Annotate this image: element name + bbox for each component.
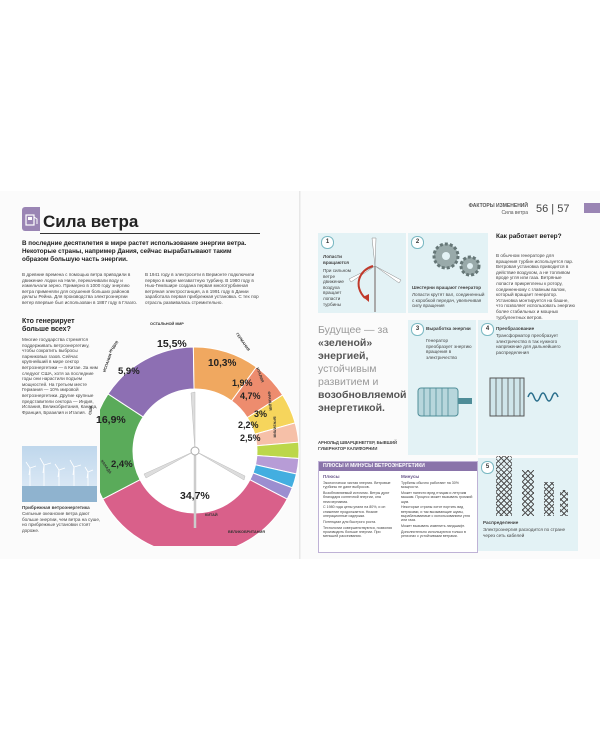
pylon-2 <box>522 470 534 516</box>
pct-34-7: 34,7% <box>180 490 210 502</box>
pct-16-9: 16,9% <box>96 414 126 426</box>
step5-text: Электроэнергия расходится по стране чере… <box>483 527 566 538</box>
step-badge-5: 5 <box>481 461 494 474</box>
label-brazil: БРАЗИЛИЯ <box>272 416 277 438</box>
quote-part-2: за <box>377 324 389 336</box>
pct-10-3: 10,3% <box>208 358 237 369</box>
quote-emphasis-2: энергией, <box>318 350 369 362</box>
cons-list: Турбины обычно работают на 30% мощности.… <box>401 481 473 540</box>
quote-block: Будущее — за «зеленой» энергией, устойчи… <box>318 324 408 415</box>
step5-label: Распределение <box>483 520 519 525</box>
photo-caption-title: Прибрежная ветроэнергетика <box>22 505 90 510</box>
pct-1-9: 1,9% <box>232 378 253 388</box>
pros-item: С 1980 года цены упали на 80%, и он сниж… <box>323 505 386 519</box>
step1-text: При сильном ветре движение воздуха враща… <box>323 268 351 307</box>
quote-part-3: устойчивым развитием и <box>318 363 379 388</box>
page-numbers: 56 | 57 <box>536 203 570 215</box>
pros-heading: Плюсы <box>323 474 340 479</box>
body-column-1: В древние времена с помощью ветра привод… <box>22 272 138 305</box>
step1-label: Лопасти вращаются <box>323 254 349 265</box>
how-heading: Как работает ветер? <box>496 233 562 240</box>
quote-author: АРНОЛЬД ШВАРЦЕНЕГГЕР, БЫВШИЙ ГУБЕРНАТОР … <box>318 440 397 451</box>
pros-item: Технологии совершенствуются, позволяя пр… <box>323 525 393 539</box>
lead-paragraph: В последние десятилетия в мире растет ис… <box>22 240 247 264</box>
quote-emphasis-1: «зеленой» <box>318 337 373 349</box>
label-usa: США <box>88 405 94 415</box>
quote-emphasis-3: возобновляемой энергетикой. <box>318 389 407 414</box>
pros-item: Возобновляемый источник. Ветры дуют благ… <box>323 491 390 504</box>
photo-caption-text: Сильные океанские ветра дают больше энер… <box>22 511 101 533</box>
pct-2-4: 2,4% <box>111 459 133 470</box>
wind-donut-chart <box>100 346 300 546</box>
pros-item: Экологически чистая энергия. Ветровые ту… <box>323 481 391 490</box>
turbine-drawing <box>348 237 402 312</box>
label-uk: ВЕЛИКОБРИТАНИЯ <box>228 530 265 534</box>
fuel-icon <box>22 207 40 231</box>
cons-item: Может вызывать изменить ландшафт. <box>401 524 465 529</box>
pct-2-2: 2,2% <box>238 420 259 430</box>
pros-cons-title: ПЛЮСЫ И МИНУСЫ ВЕТРОЭНЕРГЕТИКИ <box>319 462 477 471</box>
page-title: Сила ветра <box>43 212 139 231</box>
running-header: ФАКТОРЫ ИЗМЕНЕНИЙ <box>468 203 528 209</box>
step3-label: Выработка энергии <box>426 326 471 331</box>
pct-4-7: 4,7% <box>240 391 261 401</box>
pct-5-9: 5,9% <box>118 366 140 377</box>
cons-item: Может нанести вред птицам и летучим мыша… <box>401 491 473 504</box>
page-tab <box>584 203 600 213</box>
step4-label: Преобразование <box>496 326 535 331</box>
page-gutter <box>299 191 301 559</box>
pylon-1 <box>496 456 512 516</box>
turbine-illustration <box>143 391 246 528</box>
title-rule <box>40 233 260 234</box>
label-rest-of-world: ОСТАЛЬНОЙ МИР <box>150 322 184 326</box>
who-heading: Кто генерирует больше всех? <box>22 318 75 333</box>
gears-drawing <box>432 242 481 277</box>
offshore-wind-photo <box>22 446 97 502</box>
pct-2-5: 2,5% <box>240 433 261 443</box>
running-subheader: Сила ветра <box>501 210 528 216</box>
pylon-4 <box>560 490 568 516</box>
pros-list: Экологически чистая энергия. Ветровые ту… <box>323 481 395 540</box>
step4-text: Трансформатор преобразует электричество … <box>496 333 561 355</box>
step3-text: Генератор преобразует энергию вращения в… <box>426 338 472 360</box>
cons-item: Турбины обычно работают на 30% мощности. <box>401 481 459 490</box>
step2-label: Шестерни вращают генератор <box>412 285 482 290</box>
step-badge-3: 3 <box>411 323 424 336</box>
step-badge-2: 2 <box>411 236 424 249</box>
body-column-2: В 1941 году в электросети в Вермонте под… <box>145 272 259 305</box>
cons-heading: Минусы <box>401 474 420 479</box>
pct-15-5: 15,5% <box>157 338 187 350</box>
quote-part-1: Будущее — <box>318 324 375 336</box>
pct-3: 3% <box>254 409 268 419</box>
step-badge-4: 4 <box>481 323 494 336</box>
how-text: В обычном генераторе для вращения турбин… <box>496 253 575 320</box>
donut-segment-1 <box>102 478 288 546</box>
step-badge-1: 1 <box>321 236 334 249</box>
transformer-drawing <box>489 377 559 417</box>
generator-drawing <box>417 387 472 417</box>
pros-item: Потенциал для быстрого роста. <box>323 519 377 524</box>
who-text: Многие государства стремятся поддерживат… <box>22 337 98 415</box>
cons-item: Некоторые страны хотят портить вид ветря… <box>401 505 470 523</box>
cons-item: Дополнительно используются только в реги… <box>401 529 466 539</box>
step2-text: Лопасти крутят вал, соединенный с коробк… <box>412 292 485 309</box>
pros-cons-box: ПЛЮСЫ И МИНУСЫ ВЕТРОЭНЕРГЕТИКИ Плюсы Мин… <box>318 461 478 553</box>
label-china: КИТАЙ <box>205 513 218 517</box>
pylon-3 <box>544 482 554 516</box>
